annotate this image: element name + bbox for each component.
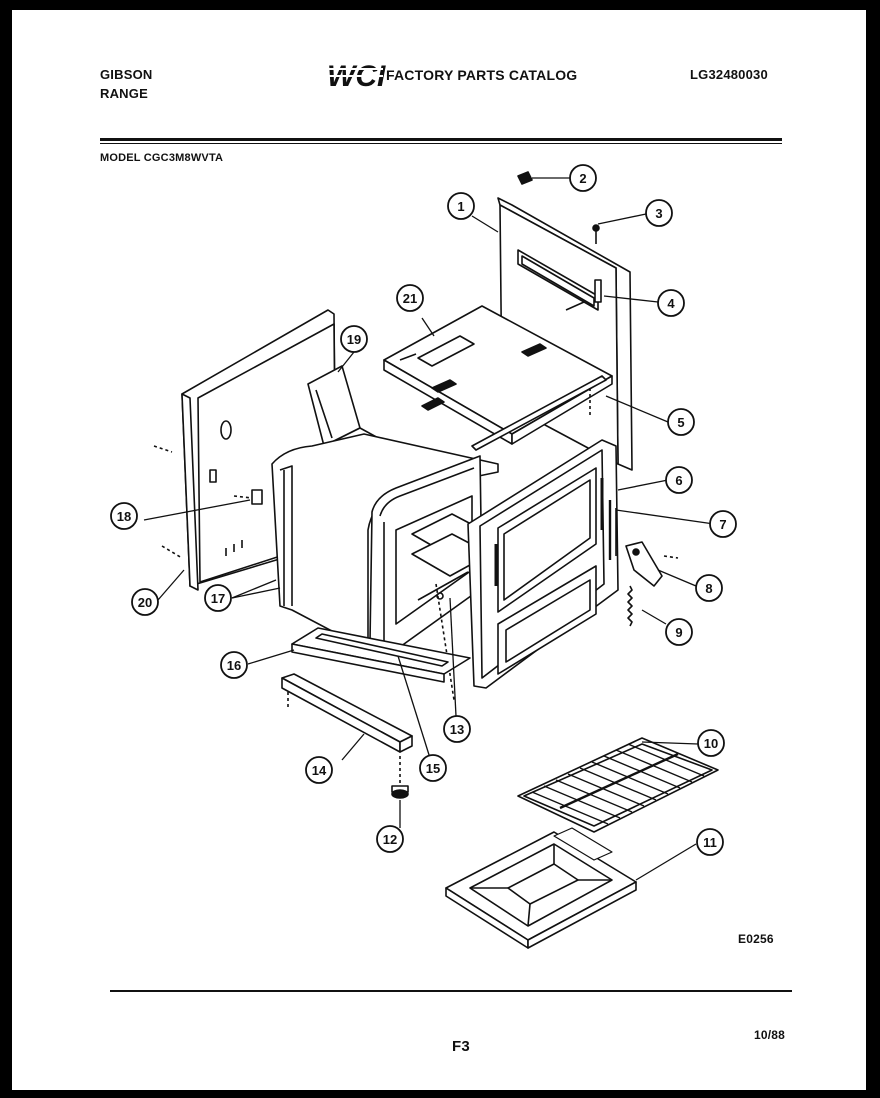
- svg-text:18: 18: [117, 509, 131, 524]
- svg-text:15: 15: [426, 761, 440, 776]
- product-type: RANGE: [100, 86, 148, 101]
- callout-11: 11: [696, 828, 724, 856]
- footer-rule: [110, 990, 792, 992]
- part-11-broiler-pan: [445, 827, 637, 949]
- callout-20: 20: [131, 588, 159, 616]
- revision-date: 10/88: [754, 1028, 786, 1042]
- callouts: 1 2 3 4 5 6 7 8 9 10 11 12 13 14 15 16 1…: [110, 164, 737, 856]
- svg-text:2: 2: [579, 171, 586, 186]
- callout-8: 8: [695, 574, 723, 602]
- part-12-leveling-leg: [391, 756, 409, 799]
- callout-5: 5: [667, 408, 695, 436]
- part-16-bottom-pan: [291, 627, 471, 683]
- diagram-code: E0256: [738, 932, 774, 946]
- wci-logo: WCI: [327, 60, 386, 92]
- svg-text:19: 19: [347, 332, 361, 347]
- svg-text:21: 21: [403, 291, 417, 306]
- oven-door: [467, 439, 619, 689]
- catalog-number: LG32480030: [690, 67, 768, 82]
- part-10-oven-rack: [517, 737, 719, 833]
- part-4-bracket: [565, 279, 602, 311]
- svg-text:6: 6: [675, 473, 682, 488]
- svg-text:20: 20: [138, 595, 152, 610]
- part-14-kick-plate: [281, 673, 413, 753]
- part-2-clip: [517, 171, 533, 185]
- callout-2: 2: [569, 164, 597, 192]
- model-number: MODEL CGC3M8WVTA: [100, 152, 224, 164]
- part-18-bracket: [233, 489, 263, 505]
- callout-15: 15: [419, 754, 447, 782]
- catalog-sheet: GIBSON RANGE WCI FACTORY PARTS CATALOG L…: [12, 10, 866, 1090]
- callout-7: 7: [709, 510, 737, 538]
- svg-text:17: 17: [211, 591, 225, 606]
- svg-text:16: 16: [227, 658, 241, 673]
- svg-text:7: 7: [719, 517, 726, 532]
- svg-text:8: 8: [705, 581, 712, 596]
- svg-text:1: 1: [457, 199, 464, 214]
- svg-text:9: 9: [675, 625, 682, 640]
- callout-9: 9: [665, 618, 693, 646]
- svg-text:10: 10: [704, 736, 718, 751]
- svg-text:11: 11: [703, 835, 717, 850]
- part-9-spring: [627, 585, 633, 627]
- part-5-side-rail: [471, 375, 607, 451]
- part-8-hinge: [625, 541, 679, 587]
- callout-10: 10: [697, 729, 725, 757]
- callout-17: 17: [204, 584, 232, 612]
- svg-text:12: 12: [383, 832, 397, 847]
- part-6-7-hinge-strip: [608, 500, 617, 560]
- part-3-screw: [592, 224, 600, 244]
- brand-name: GIBSON: [100, 67, 153, 82]
- callout-1: 1: [447, 192, 475, 220]
- callout-19: 19: [340, 325, 368, 353]
- svg-text:5: 5: [677, 415, 684, 430]
- svg-text:3: 3: [655, 206, 662, 221]
- callout-14: 14: [305, 756, 333, 784]
- header-rule: [100, 138, 782, 144]
- callout-3: 3: [645, 199, 673, 227]
- callout-18: 18: [110, 502, 138, 530]
- callout-12: 12: [376, 825, 404, 853]
- svg-text:13: 13: [450, 722, 464, 737]
- callout-21: 21: [396, 284, 424, 312]
- callout-4: 4: [657, 289, 685, 317]
- callout-6: 6: [665, 466, 693, 494]
- callout-16: 16: [220, 651, 248, 679]
- exploded-parts-diagram: 1 2 3 4 5 6 7 8 9 10 11 12 13 14 15 16 1…: [110, 164, 737, 949]
- page-number: F3: [452, 1038, 470, 1055]
- svg-text:14: 14: [312, 763, 327, 778]
- svg-text:4: 4: [667, 296, 675, 311]
- catalog-title: FACTORY PARTS CATALOG: [386, 67, 578, 83]
- callout-13: 13: [443, 715, 471, 743]
